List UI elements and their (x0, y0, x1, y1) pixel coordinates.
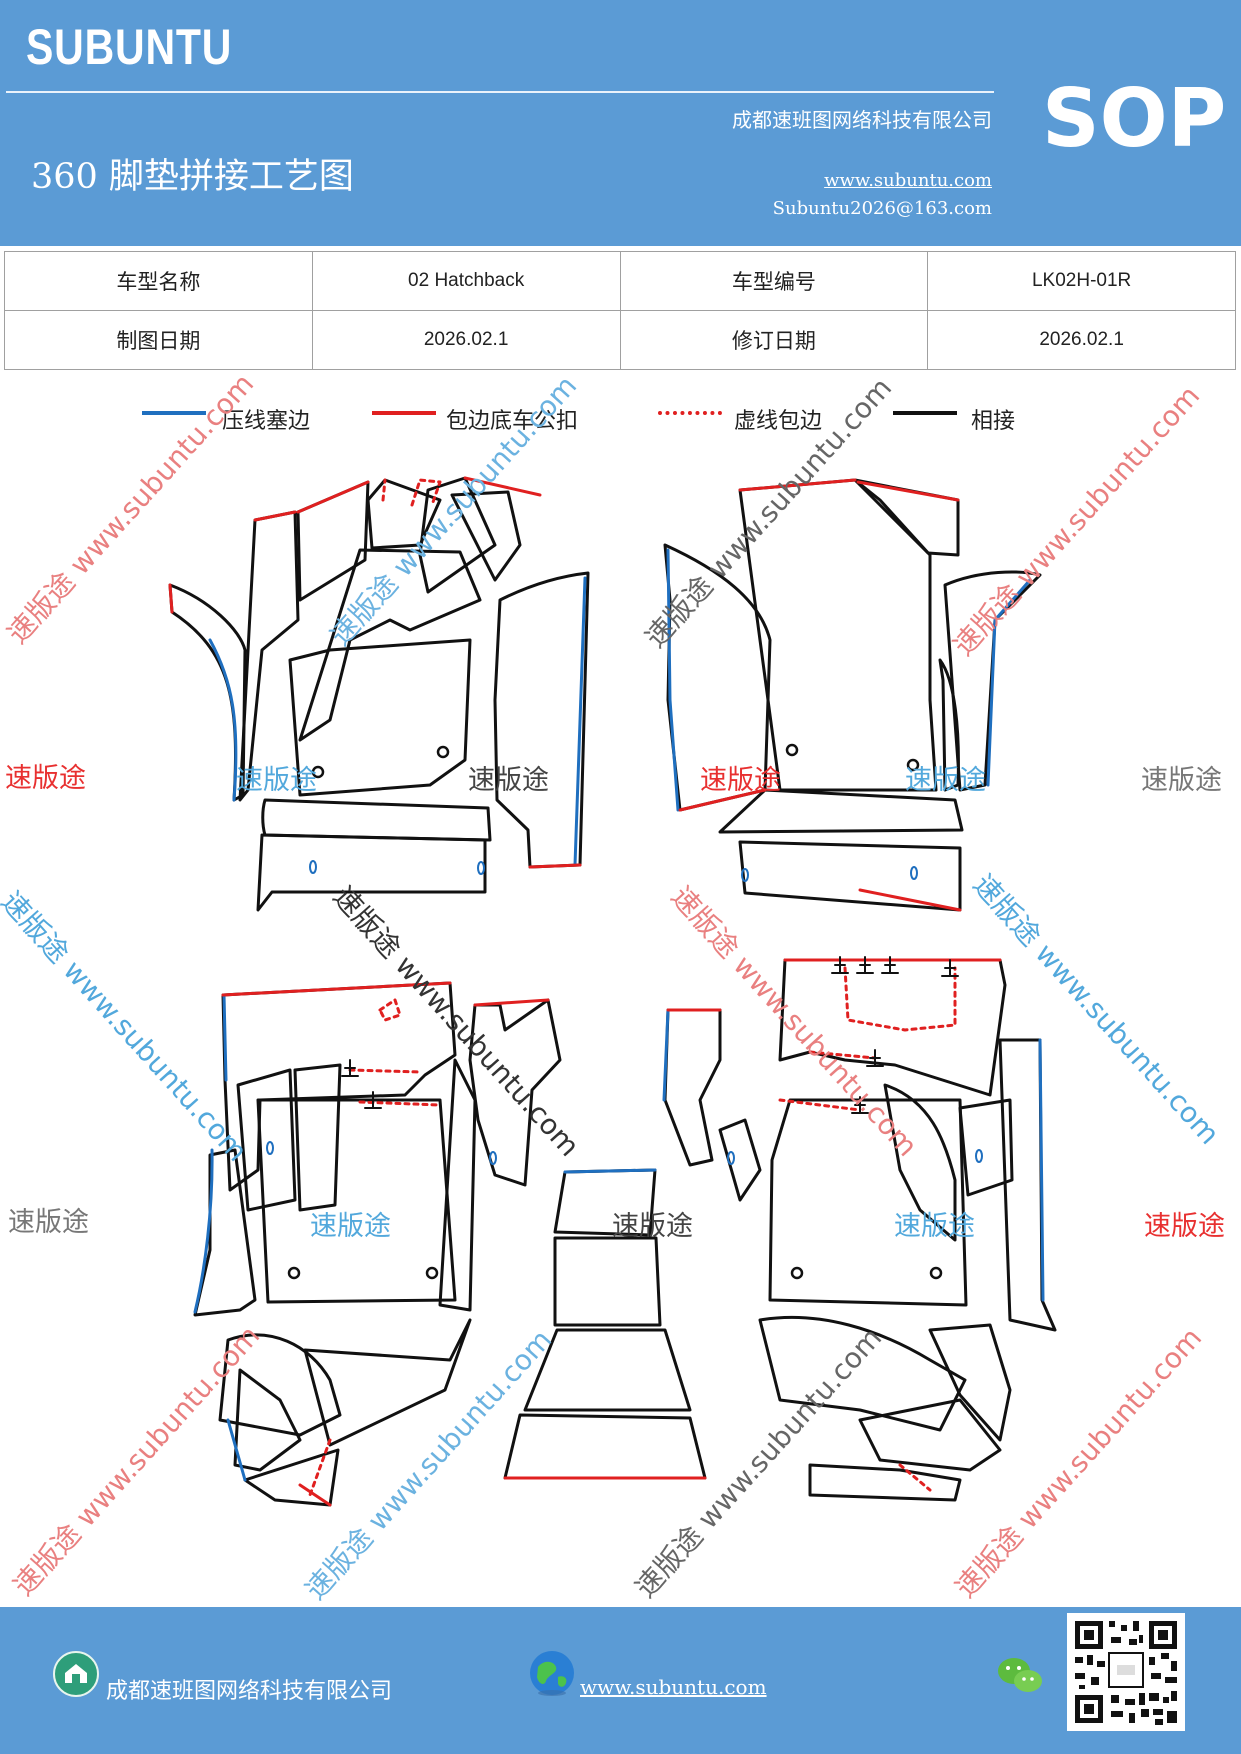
sop-badge: SOP (1042, 72, 1227, 165)
legend-label: 虚线包边 (734, 409, 823, 434)
red-binding-edges (168, 476, 1002, 1507)
company-name: 成都速班图网络科技有限公司 (732, 108, 992, 132)
value-drawing-date: 2026.02.1 (311, 310, 621, 370)
floor-mat-diagram (168, 476, 1057, 1507)
brand-logo: SUBUNTU (26, 19, 233, 75)
watermark-text: 速版途 (905, 765, 986, 796)
legend-swatch-red-dotted (658, 411, 722, 415)
legend-swatch-blue (142, 411, 206, 415)
blue-press-edges (193, 548, 1045, 1482)
website-link[interactable]: www.subuntu.com (824, 170, 992, 191)
label-model-name: 车型名称 (4, 251, 313, 311)
joint-markers (341, 956, 959, 1114)
watermark-text: 速版途 (894, 1211, 975, 1242)
legend-swatch-red (372, 411, 436, 415)
watermark-text: 速版途 (236, 765, 317, 796)
watermark-text: 速版途 (612, 1211, 693, 1242)
footer-banner: 成都速班图网络科技有限公司 www.subuntu.com (0, 1607, 1241, 1754)
watermark-text: 速版途 (5, 763, 86, 794)
contact-email[interactable]: Subuntu2026@163.com (772, 198, 992, 219)
mounting-holes (266, 743, 983, 1280)
qr-code[interactable] (1067, 1613, 1185, 1731)
label-model-code: 车型编号 (619, 251, 929, 311)
watermark-text: 速版途 (310, 1211, 391, 1242)
vehicle-info-table: 车型名称 02 Hatchback 车型编号 LK02H-01R 制图日期 20… (4, 251, 1236, 370)
header-divider (6, 91, 994, 93)
header-banner: SUBUNTU 成都速班图网络科技有限公司 360 脚垫拼接工艺图 www.su… (0, 0, 1241, 246)
watermark-text: 速版途 (8, 1207, 89, 1238)
legend-label: 相接 (971, 409, 1016, 434)
red-dotted-edges (308, 478, 957, 1497)
value-model-name: 02 Hatchback (311, 251, 621, 311)
label-revision-date: 修订日期 (619, 310, 929, 370)
watermark-text: 速版途 (468, 765, 549, 796)
footer-company: 成都速班图网络科技有限公司 (106, 1679, 393, 1704)
watermark-text: 速版途 (1141, 765, 1222, 796)
watermark-text: 速版途 (1144, 1211, 1225, 1242)
legend-swatch-black (893, 411, 957, 415)
label-drawing-date: 制图日期 (4, 310, 313, 370)
footer-website-link[interactable]: www.subuntu.com (580, 1675, 767, 1699)
globe-icon (530, 1651, 574, 1696)
value-revision-date: 2026.02.1 (927, 310, 1236, 370)
table-row: 车型名称 02 Hatchback 车型编号 LK02H-01R (4, 251, 1236, 311)
legend-label: 压线塞边 (222, 409, 311, 434)
table-row: 制图日期 2026.02.1 修订日期 2026.02.1 (4, 310, 1236, 370)
wechat-icon[interactable] (996, 1655, 1044, 1697)
value-model-code: LK02H-01R (927, 251, 1236, 311)
legend-label: 包边底车公扣 (446, 409, 579, 434)
watermark-text: 速版途 (700, 765, 781, 796)
page-title: 360 脚垫拼接工艺图 (31, 157, 354, 197)
building-icon (53, 1651, 99, 1697)
